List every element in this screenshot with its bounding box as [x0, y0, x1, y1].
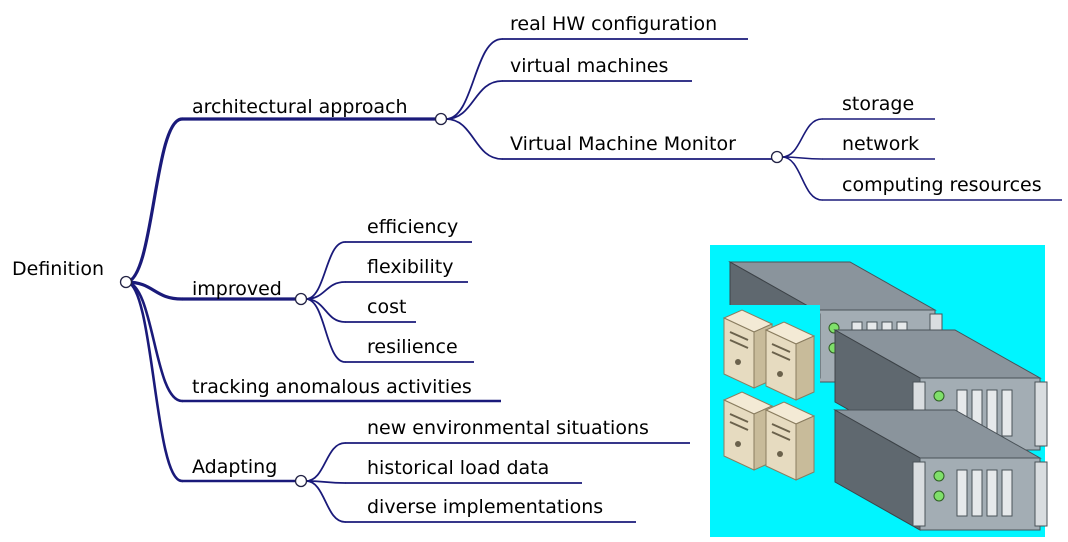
node-virtual-machine-monitor[interactable] — [770, 150, 784, 164]
connector-adapting — [124, 280, 184, 483]
connector-computing-resources — [781, 156, 823, 201]
root-node[interactable] — [119, 275, 133, 289]
connector-new-environmental-situations — [305, 442, 346, 482]
child-label-virtual-machines[interactable]: virtual machines — [510, 55, 668, 77]
tower-server-3 — [722, 391, 774, 471]
node-layer — [119, 112, 784, 488]
tower-server-1 — [722, 309, 774, 389]
child-label-efficiency[interactable]: efficiency — [367, 216, 458, 238]
child-label-flexibility[interactable]: flexibility — [367, 256, 453, 278]
connector-virtual-machines — [445, 80, 503, 120]
grandchild-label-storage[interactable]: storage — [842, 93, 914, 115]
child-label-diverse-implementations[interactable]: diverse implementations — [367, 496, 603, 518]
branch-label-adapting[interactable]: Adapting — [192, 456, 277, 478]
child-label-real-hw-configuration[interactable]: real HW configuration — [510, 13, 717, 35]
connector-resilience — [305, 298, 346, 363]
connector-storage — [781, 118, 823, 158]
connector-efficiency — [305, 241, 346, 300]
connector-layer — [124, 38, 1062, 523]
node-architectural-approach[interactable] — [434, 112, 448, 126]
child-label-new-environmental-situations[interactable]: new environmental situations — [367, 417, 649, 439]
child-label-cost[interactable]: cost — [367, 296, 406, 318]
grandchild-label-network[interactable]: network — [842, 133, 919, 155]
connector-real-hw-configuration — [445, 38, 503, 120]
server-rack-icon — [710, 245, 1048, 537]
connector-architectural-approach — [124, 117, 184, 284]
tower-server-4 — [764, 401, 816, 481]
label-layer: Definition architectural approach real HW … — [12, 13, 1042, 518]
tower-server-2 — [764, 321, 816, 401]
branch-label-tracking-anomalous-activities[interactable]: tracking anomalous activities — [192, 376, 472, 398]
child-label-virtual-machine-monitor[interactable]: Virtual Machine Monitor — [510, 133, 736, 155]
connector-diverse-implementations — [305, 480, 346, 523]
server-unit-lower — [833, 409, 1048, 531]
branch-label-improved[interactable]: improved — [192, 278, 282, 300]
child-label-resilience[interactable]: resilience — [367, 336, 458, 358]
root-label[interactable]: Definition — [12, 258, 104, 280]
node-adapting[interactable] — [294, 474, 308, 488]
connector-cost — [305, 298, 346, 323]
connector-improved — [124, 280, 184, 301]
child-label-historical-load-data[interactable]: historical load data — [367, 457, 549, 479]
connector-virtual-machine-monitor — [445, 118, 503, 160]
branch-label-architectural-approach[interactable]: architectural approach — [192, 96, 408, 118]
node-improved[interactable] — [294, 292, 308, 306]
connector-tracking-anomalous-activities — [124, 280, 184, 403]
grandchild-label-computing-resources[interactable]: computing resources — [842, 174, 1042, 196]
